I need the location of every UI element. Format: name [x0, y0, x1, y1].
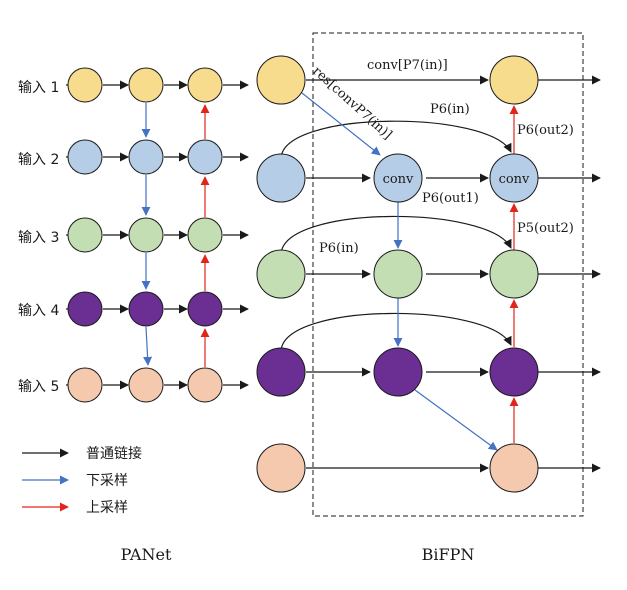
- panet-nodes: [67, 67, 223, 403]
- bifpn-out-node-1: [489, 55, 539, 105]
- annotation-res-conv: res[convP7(in)]: [309, 64, 394, 143]
- bifpn-input-node-1: [256, 55, 306, 105]
- panet-title: PANet: [121, 545, 172, 564]
- bifpn-title: BiFPN: [422, 545, 475, 564]
- annotation-p6-in-top: P6(in): [430, 102, 470, 117]
- bifpn-out-node-4: [489, 347, 539, 397]
- bifpn-input-node-4: [256, 347, 306, 397]
- bifpn-skip-arcs: [280, 120, 512, 352]
- annotation-p6-out2: P6(out2): [517, 123, 574, 138]
- input-label-3: 输入 3: [18, 230, 59, 246]
- conv-label-mid: conv: [383, 172, 414, 187]
- input-label-5: 输入 5: [18, 379, 59, 395]
- panet-node-5-3: [187, 367, 223, 403]
- legend-down-label: 下采样: [86, 473, 128, 489]
- panet-node-2-2: [128, 139, 164, 175]
- bifpn-down-arrows: [301, 92, 498, 451]
- panet-node-1-1: [67, 67, 103, 103]
- panet-node-4-3: [187, 291, 223, 327]
- panet-node-2-1: [67, 139, 103, 175]
- bifpn-input-node-2: [256, 153, 306, 203]
- annotation-p6-out1: P6(out1): [422, 191, 479, 206]
- annotation-p6-in-mid: P6(in): [319, 241, 359, 256]
- bifpn-out-node-3: [489, 249, 539, 299]
- bifpn-nodes: [256, 55, 539, 493]
- bifpn-mid-node-2: [373, 153, 423, 203]
- input-label-2: 输入 2: [18, 152, 59, 168]
- conv-label-right: conv: [499, 172, 530, 187]
- panet-node-4-1: [67, 291, 103, 327]
- panet-node-3-3: [187, 217, 223, 253]
- panet-node-2-3: [187, 139, 223, 175]
- legend-normal-label: 普通链接: [86, 445, 142, 462]
- bifpn-section: conv conv conv[P7(in)] res[convP7(in)] P…: [256, 55, 601, 493]
- bifpn-input-node-5: [256, 443, 306, 493]
- panet-node-1-2: [128, 67, 164, 103]
- bifpn-mid-node-3: [373, 249, 423, 299]
- bifpn-out-node-5: [489, 443, 539, 493]
- legend-up-label: 上采样: [86, 500, 128, 516]
- panet-node-4-2: [128, 291, 164, 327]
- annotation-p5-out2: P5(out2): [517, 221, 574, 236]
- panet-down-arrows: [141, 103, 153, 366]
- bifpn-normal-links: [306, 75, 601, 473]
- annotation-conv-p7-in: conv[P7(in)]: [367, 58, 448, 73]
- input-label-4: 输入 4: [18, 303, 59, 319]
- bifpn-out-node-2: [489, 153, 539, 203]
- panet-node-5-2: [128, 367, 164, 403]
- bifpn-mid-node-4: [373, 347, 423, 397]
- panet-node-5-1: [67, 367, 103, 403]
- legend: 普通链接 下采样 上采样: [22, 445, 142, 516]
- panet-node-3-2: [128, 217, 164, 253]
- panet-node-3-1: [67, 217, 103, 253]
- panet-section: 输入 1 输入 2 输入 3 输入 4 输入 5: [18, 67, 249, 403]
- input-label-1: 输入 1: [18, 80, 59, 96]
- bifpn-input-node-3: [256, 249, 306, 299]
- panet-node-1-3: [187, 67, 223, 103]
